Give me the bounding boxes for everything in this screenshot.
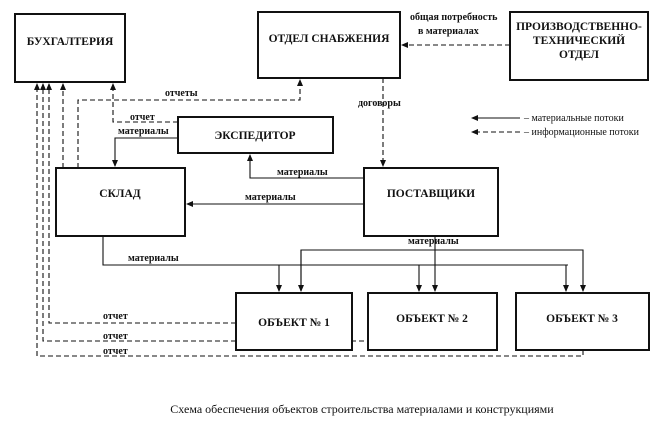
- edge-object1-report: [46, 83, 236, 324]
- node-label: ОТДЕЛ: [559, 49, 599, 61]
- legend-material: – материальные потоки: [523, 113, 625, 124]
- node-label: ПРОИЗВОДСТВЕННО-: [516, 21, 642, 33]
- label-report-object1: отчет: [103, 311, 128, 322]
- label-materials-suppliers-objects: материалы: [408, 236, 459, 247]
- node-label: ОБЪЕКТ № 3: [546, 313, 618, 325]
- label-materials-suppliers-warehouse: материалы: [245, 192, 296, 203]
- node-label: ЭКСПЕДИТОР: [214, 130, 295, 142]
- edge-object3-report: [34, 83, 584, 357]
- node-accounting: БУХГАЛТЕРИЯ: [14, 13, 126, 83]
- node-label: ОБЪЕКТ № 1: [258, 317, 330, 329]
- node-production-dept: ПРОИЗВОДСТВЕННО- ТЕХНИЧЕСКИЙ ОТДЕЛ: [509, 11, 649, 81]
- label-report-forwarder: отчет: [130, 112, 155, 123]
- legend: – материальные потоки – информационные п…: [471, 113, 640, 138]
- node-label: ОТДЕЛ СНАБЖЕНИЯ: [269, 33, 391, 45]
- edge-suppliers-to-objects: [300, 249, 586, 292]
- node-label: ТЕХНИЧЕСКИЙ: [533, 33, 625, 47]
- label-total-need-2: в материалах: [418, 26, 479, 37]
- node-label: ОБЪЕКТ № 2: [396, 313, 468, 325]
- node-label: БУХГАЛТЕРИЯ: [27, 36, 114, 48]
- label-reports: отчеты: [165, 88, 198, 99]
- node-object1: ОБЪЕКТ № 1: [235, 292, 353, 351]
- node-object2: ОБЪЕКТ № 2: [367, 292, 498, 351]
- edge-warehouse-reports-to-supply: [77, 79, 303, 168]
- legend-info: – информационные потоки: [523, 127, 640, 138]
- label-total-need-1: общая потребность: [410, 12, 498, 23]
- label-report-object3: отчет: [103, 346, 128, 357]
- label-materials-forwarder: материалы: [118, 126, 169, 137]
- node-warehouse: СКЛАД: [55, 167, 186, 237]
- node-label: СКЛАД: [99, 188, 141, 200]
- node-supply-dept: ОТДЕЛ СНАБЖЕНИЯ: [257, 11, 401, 79]
- node-label: ПОСТАВЩИКИ: [387, 188, 475, 200]
- node-object3: ОБЪЕКТ № 3: [515, 292, 650, 351]
- edge-warehouse-to-objects: [102, 236, 568, 266]
- node-suppliers: ПОСТАВЩИКИ: [363, 167, 499, 237]
- edge-forwarder-to-warehouse: [112, 137, 178, 167]
- edge-forwarder-report-to-accounting: [110, 83, 178, 123]
- label-materials-warehouse-objects: материалы: [128, 253, 179, 264]
- node-forwarder: ЭКСПЕДИТОР: [177, 116, 334, 154]
- label-report-object2: отчет: [103, 331, 128, 342]
- caption: Схема обеспечения объектов строительства…: [170, 402, 554, 416]
- edge-suppliers-to-forwarder: [247, 154, 364, 179]
- label-contracts: договоры: [358, 98, 401, 109]
- edges: [34, 42, 586, 357]
- label-materials-suppliers-forwarder: материалы: [277, 167, 328, 178]
